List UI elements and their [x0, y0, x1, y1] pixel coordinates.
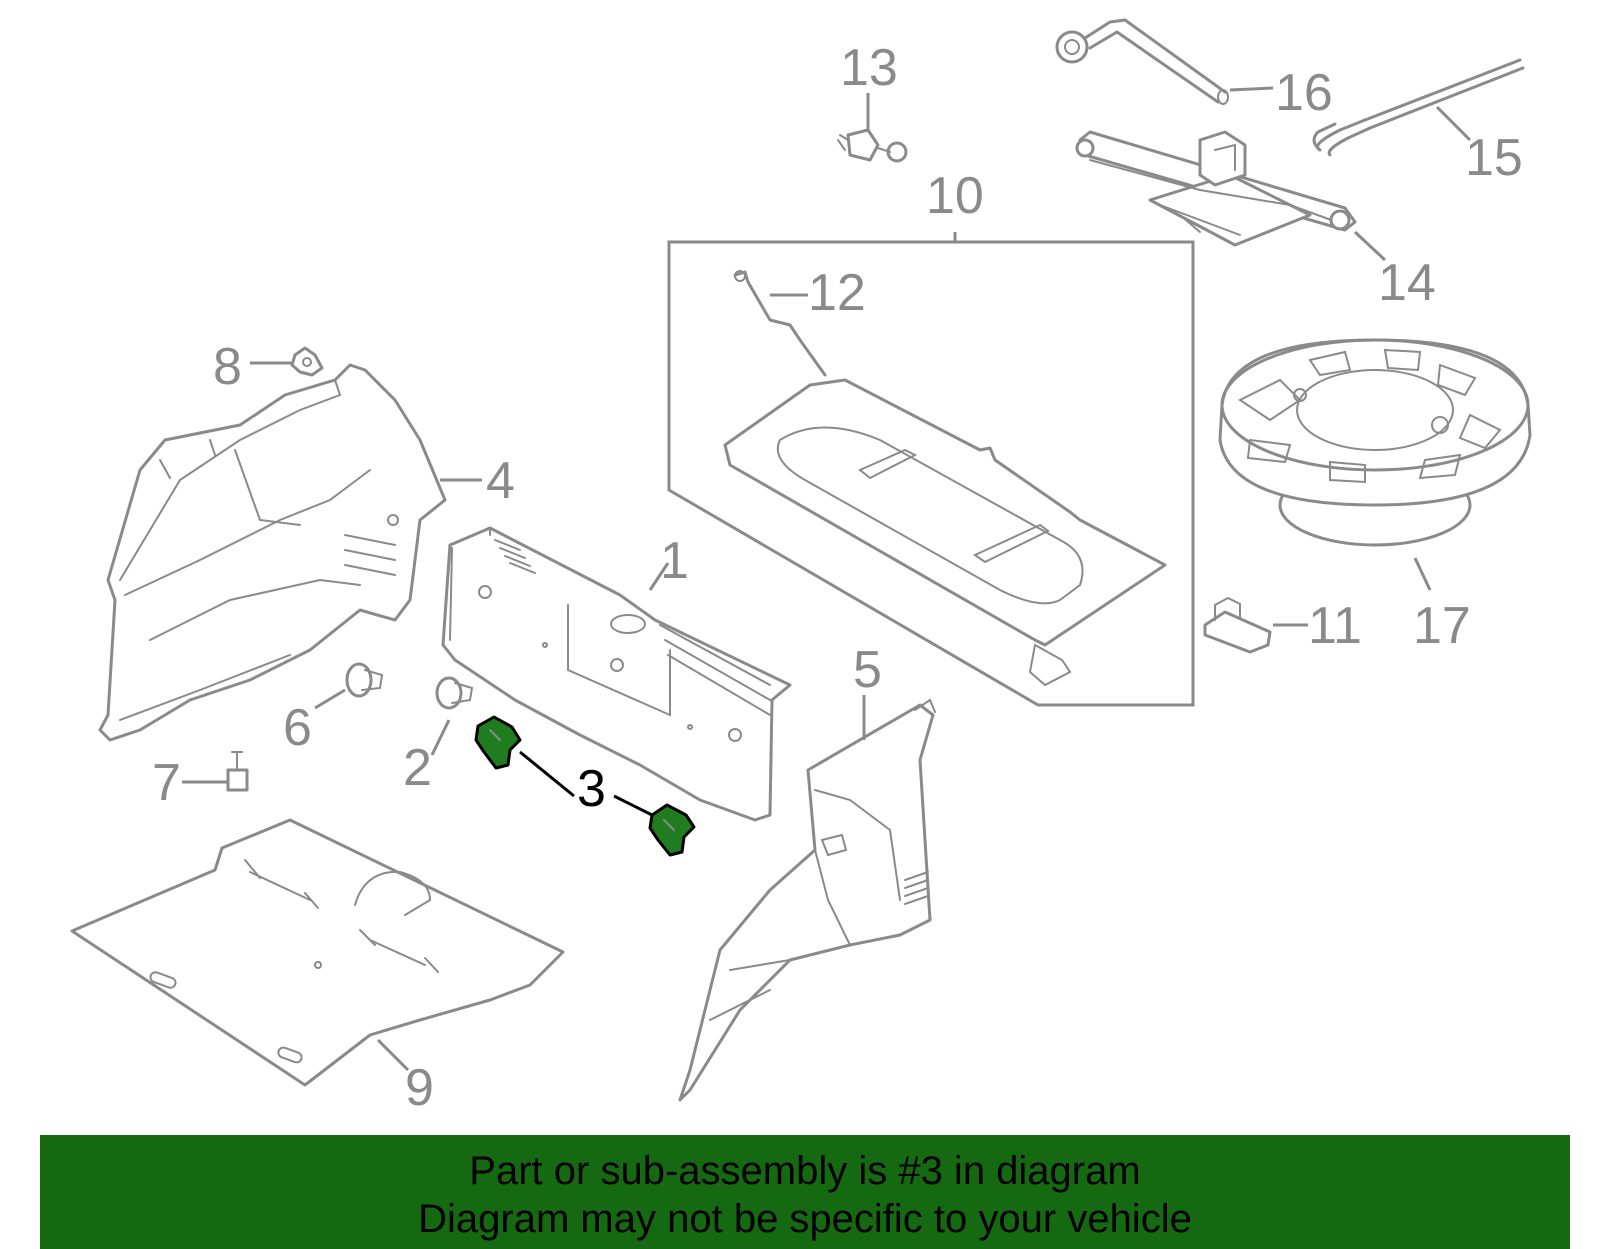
- callout-6: 6: [283, 699, 312, 757]
- part-7-bolt[interactable]: [226, 751, 249, 792]
- part-17-spare-tire-tray[interactable]: [1218, 338, 1532, 547]
- callout-17: 17: [1413, 597, 1471, 655]
- callout-labels: 1 2 3 4 5 6 7 8 9 10 11 12 13 14 15 16 1…: [152, 39, 1523, 1117]
- part-9-trunk-floor-mat[interactable]: [70, 818, 565, 1087]
- part-2-push-clip[interactable]: [435, 676, 474, 710]
- part-11-bracket[interactable]: [1203, 596, 1272, 654]
- part-14-scissor-jack[interactable]: [1075, 130, 1357, 247]
- part-8-clip[interactable]: [290, 346, 324, 377]
- callout-11: 11: [1308, 597, 1362, 655]
- part-6-push-clip[interactable]: [345, 662, 384, 698]
- callout-13: 13: [840, 39, 898, 97]
- banner-line-2: Diagram may not be specific to your vehi…: [418, 1197, 1192, 1241]
- part-10-package-tray-assembly[interactable]: [667, 232, 1195, 707]
- callout-12: 12: [808, 264, 866, 322]
- callout-7: 7: [152, 754, 181, 812]
- callout-15: 15: [1465, 129, 1523, 187]
- callout-14: 14: [1378, 254, 1436, 312]
- banner-line-1: Part or sub-assembly is #3 in diagram: [469, 1149, 1141, 1193]
- callout-2: 2: [403, 739, 432, 797]
- callout-4: 4: [486, 452, 515, 510]
- part-16-jack-handle[interactable]: [1055, 18, 1229, 105]
- callout-9: 9: [405, 1059, 434, 1117]
- callout-5: 5: [853, 641, 882, 699]
- part-12-prop-rod[interactable]: [733, 270, 827, 377]
- callout-8: 8: [213, 338, 242, 396]
- leader-lines: [182, 86, 1472, 1072]
- callout-10: 10: [926, 167, 984, 225]
- part-4-left-quarter-trim[interactable]: [98, 363, 447, 742]
- callout-16: 16: [1275, 64, 1333, 122]
- info-banner: Part or sub-assembly is #3 in diagram Di…: [40, 1135, 1570, 1249]
- callout-1: 1: [660, 532, 689, 590]
- part-13-fastener[interactable]: [837, 128, 908, 163]
- part-1-rear-sill-trim[interactable]: [441, 526, 792, 822]
- part-5-right-quarter-trim[interactable]: [678, 698, 936, 1102]
- part-3-trim-clip-left[interactable]: [474, 715, 522, 770]
- part-3-trim-clip-right[interactable]: [648, 803, 696, 857]
- callout-3: 3: [577, 760, 606, 818]
- package-tray: [723, 378, 1167, 687]
- part-15-wrench-rod[interactable]: [1312, 58, 1525, 157]
